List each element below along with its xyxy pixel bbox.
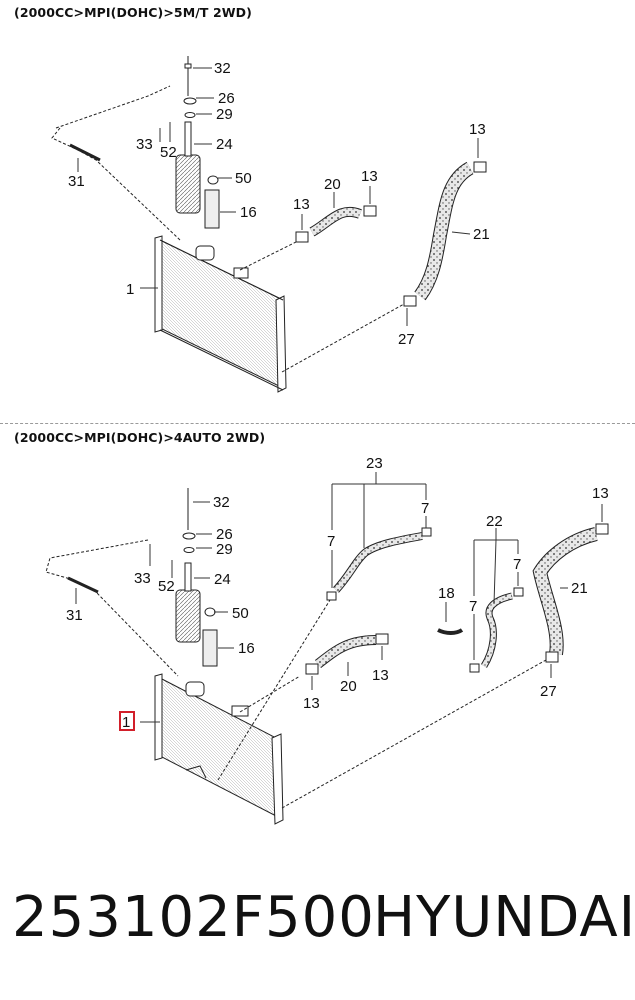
callout-52[interactable]: 52 (160, 144, 177, 161)
callout-13[interactable]: 13 (372, 667, 389, 684)
highlight-box (119, 711, 135, 731)
callout-29[interactable]: 29 (216, 106, 233, 123)
callout-7[interactable]: 7 (469, 598, 477, 615)
callout-52[interactable]: 52 (158, 578, 175, 595)
callout-1[interactable]: 1 (126, 281, 134, 298)
callout-7[interactable]: 7 (513, 556, 521, 573)
callout-21[interactable]: 21 (473, 226, 490, 243)
exploded-parts-diagram: 32 26 29 33 52 24 31 50 16 13 20 13 13 2… (45, 56, 609, 825)
callout-31[interactable]: 31 (68, 173, 85, 190)
part-number: 253102F500 (12, 885, 375, 950)
callout-31[interactable]: 31 (66, 607, 83, 624)
section-title-manual: (2000CC>MPI(DOHC)>5M/T 2WD) (14, 5, 252, 20)
callout-18[interactable]: 18 (438, 585, 455, 602)
assembly-manual (51, 56, 487, 393)
callout-16[interactable]: 16 (238, 640, 255, 657)
callout-13[interactable]: 13 (303, 695, 320, 712)
brand-name: HYUNDAI (373, 885, 635, 950)
callout-20[interactable]: 20 (340, 678, 357, 695)
callout-22[interactable]: 22 (486, 513, 503, 530)
callout-24[interactable]: 24 (214, 571, 231, 588)
callout-33[interactable]: 33 (134, 570, 151, 587)
callout-13[interactable]: 13 (592, 485, 609, 502)
callout-24[interactable]: 24 (216, 136, 233, 153)
callout-13[interactable]: 13 (469, 121, 486, 138)
section-divider (0, 423, 635, 424)
callout-29[interactable]: 29 (216, 541, 233, 558)
callout-32[interactable]: 32 (214, 60, 231, 77)
callout-27[interactable]: 27 (398, 331, 415, 348)
callout-7[interactable]: 7 (327, 533, 335, 550)
callout-27[interactable]: 27 (540, 683, 557, 700)
callout-33[interactable]: 33 (136, 136, 153, 153)
callout-26[interactable]: 26 (218, 90, 235, 107)
callouts-auto: 23 7 7 32 26 29 33 52 24 31 50 16 13 22 … (66, 455, 609, 731)
callout-16[interactable]: 16 (240, 204, 257, 221)
callout-50[interactable]: 50 (235, 170, 252, 187)
callouts-manual: 32 26 29 33 52 24 31 50 16 13 20 13 13 2… (68, 60, 490, 348)
callout-1-highlighted[interactable]: 1 (122, 714, 130, 731)
radiator-drawing (154, 235, 287, 393)
reservoir-tank (175, 121, 220, 229)
section-title-auto: (2000CC>MPI(DOHC)>4AUTO 2WD) (14, 430, 266, 445)
callout-50[interactable]: 50 (232, 605, 249, 622)
callout-21[interactable]: 21 (571, 580, 588, 597)
callout-26[interactable]: 26 (216, 526, 233, 543)
callout-13[interactable]: 13 (361, 168, 378, 185)
callout-32[interactable]: 32 (213, 494, 230, 511)
callout-23[interactable]: 23 (366, 455, 383, 472)
callout-13[interactable]: 13 (293, 196, 310, 213)
callout-20[interactable]: 20 (324, 176, 341, 193)
radiator-drawing-auto (154, 673, 284, 825)
assembly-auto (45, 488, 609, 825)
callout-7[interactable]: 7 (421, 500, 429, 517)
